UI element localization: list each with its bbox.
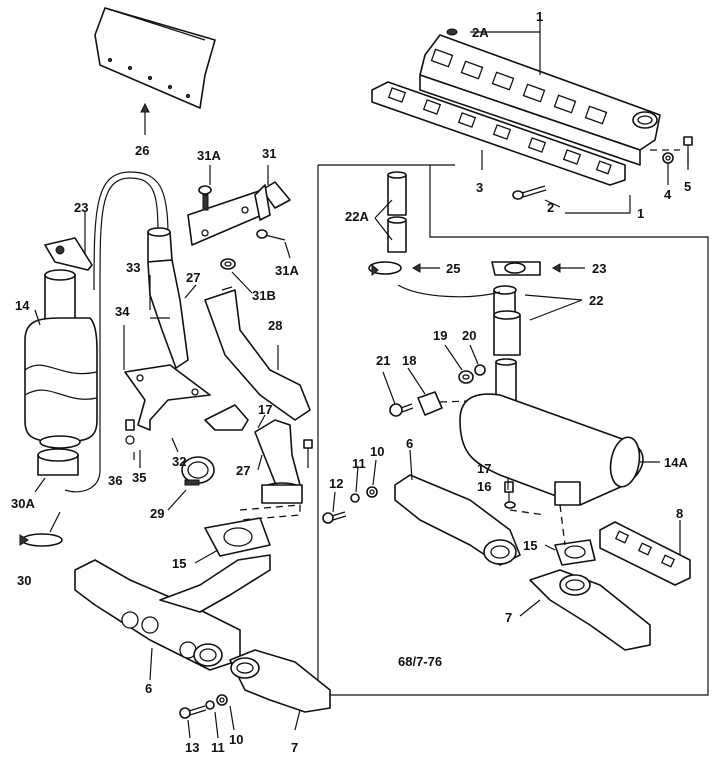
label-31: 31 [262,146,276,161]
gasket-15-right-part [554,539,596,566]
lockwasher-11-right-part [350,493,360,503]
label-23-left: 23 [74,200,88,215]
manifold-7-right-part [529,569,651,651]
label-12: 12 [329,476,343,491]
washer-31b-part [220,258,236,270]
muffler-14a-part [459,393,644,506]
lockwasher-11-part [205,700,215,710]
label-8: 8 [676,506,683,521]
label-20: 20 [462,328,476,343]
clamp-25-part [368,261,402,277]
bracket-34-part [124,364,211,431]
heat-shield-part [94,7,216,109]
label-27-upper: 27 [186,270,200,285]
bolt-2-part [512,185,547,200]
clamp-29-part [181,456,215,486]
bolt-21-part [389,403,414,417]
nut-10-part [216,694,228,706]
pipe-33-part [147,227,189,369]
label-6-right: 6 [406,436,413,451]
label-22: 22 [589,293,603,308]
bracket-18-part [417,391,443,416]
manifold-gasket-part [371,81,626,186]
nut-19-part [458,370,474,384]
bolt-12-part [322,511,347,524]
pipe-22a-part [387,171,407,253]
label-19: 19 [433,328,447,343]
label-31a-top: 31A [197,148,221,163]
diagram-code: 68/7-76 [398,654,442,669]
muffler-14-part [24,269,98,449]
label-35: 35 [132,470,146,485]
label-29: 29 [150,506,164,521]
label-14a: 14A [664,455,688,470]
nut-4-part [662,152,674,164]
washer-16-part [504,501,516,509]
label-27-lower: 27 [236,463,250,478]
label-31b: 31B [252,288,276,303]
inset-frame [317,164,709,696]
manifold-7-lower-part [229,649,331,713]
label-17-left: 17 [258,402,272,417]
bracket-23-right-part [491,261,541,276]
label-2-mid: 2 [547,200,554,215]
gasket-15-left-part [204,517,271,557]
label-31a-bot: 31A [275,263,299,278]
label-22a: 22A [345,209,369,224]
bracket-31-part [187,181,291,246]
pipe-22-part [493,285,521,406]
manifold-6-right-part [394,474,521,566]
label-10-right: 10 [370,444,384,459]
label-30a: 30A [11,496,35,511]
bolt-17-right-part [504,481,514,502]
label-7-bot: 7 [291,740,298,755]
bolt-36-part [125,419,135,445]
label-25: 25 [446,261,460,276]
label-17-right: 17 [477,461,491,476]
label-6-left: 6 [145,681,152,696]
nut-20-part [474,364,486,376]
label-32: 32 [172,454,186,469]
bolt-13-part [179,705,207,719]
label-4: 4 [664,187,672,202]
pipe-28-part [204,286,311,421]
label-16: 16 [477,479,491,494]
label-5: 5 [684,179,691,194]
label-26: 26 [135,143,149,158]
plate-32-part [204,404,249,431]
manifold-6-left-part [74,554,271,671]
label-11-right: 11 [352,456,366,471]
label-18: 18 [402,353,416,368]
tailpipe-outline [64,177,159,493]
label-21: 21 [376,353,390,368]
label-11-bot: 11 [211,740,225,755]
gasket-8-part [599,521,691,586]
label-15-right: 15 [523,538,537,553]
manifold-top-part [419,28,661,166]
label-3: 3 [476,180,483,195]
label-2a-top: 2A [472,25,489,40]
clamp-30a-part [37,448,79,476]
label-36: 36 [108,473,122,488]
clamp-30-part [19,533,63,547]
elbow-27-part [254,419,303,504]
bracket-23-left-part [44,237,93,271]
label-15-left: 15 [172,556,186,571]
label-1-top: 1 [536,9,543,24]
label-10-bot: 10 [229,732,243,747]
label-13: 13 [185,740,199,755]
bolt-17-left-part [303,439,313,468]
label-34: 34 [115,304,130,319]
label-30: 30 [17,573,31,588]
label-14-left: 14 [15,298,30,313]
label-28: 28 [268,318,282,333]
label-23-right: 23 [592,261,606,276]
label-1-mid: 1 [637,206,644,221]
label-7-right: 7 [505,610,512,625]
nut-10-right-part [366,486,378,498]
label-33: 33 [126,260,140,275]
